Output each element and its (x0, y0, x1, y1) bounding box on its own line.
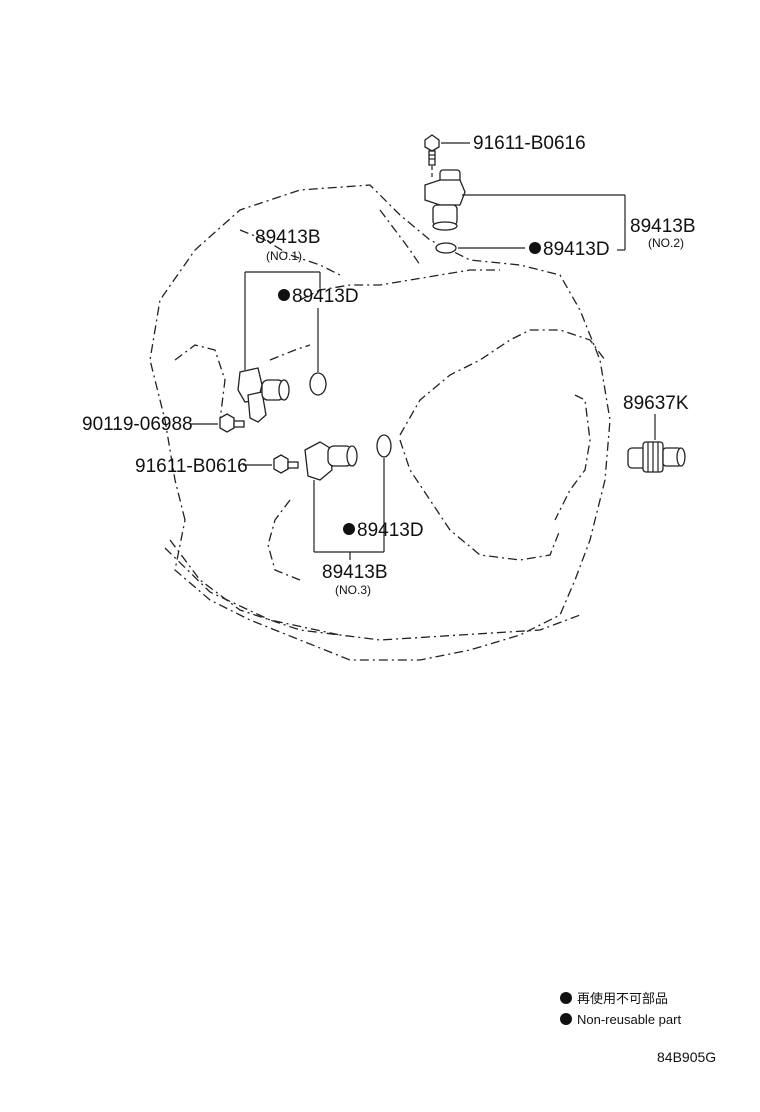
non-reusable-mark (278, 289, 290, 301)
callout-bolt-mid: 91611-B0616 (135, 456, 248, 477)
bolt-left (219, 413, 245, 433)
bolt-top (424, 134, 470, 180)
legend-dot-icon (560, 992, 572, 1004)
callout-oring-no2: 89413D (543, 239, 610, 260)
pressure-switch (627, 441, 686, 473)
transmission-housing-outline (149, 184, 611, 661)
callout-sensor-no1: 89413B (255, 227, 321, 248)
diagram-code: 84B905G (657, 1049, 716, 1065)
speed-sensor-no2 (424, 169, 466, 231)
callout-oring-no3: 89413D (357, 520, 424, 541)
oring-no3 (376, 434, 392, 458)
callout-switch: 89637K (623, 393, 689, 414)
non-reusable-mark (529, 242, 541, 254)
bolt-mid (273, 454, 299, 474)
legend: 再使用不可部品 Non-reusable part (560, 991, 681, 1027)
oring-no1 (309, 372, 327, 396)
legend-jp: 再使用不可部品 (577, 991, 668, 1006)
callout-sensor-no1-sub: (NO.1) (266, 249, 302, 263)
speed-sensor-no1 (237, 367, 290, 423)
legend-en: Non-reusable part (577, 1012, 681, 1027)
callout-sensor-no3-sub: (NO.3) (335, 583, 371, 597)
non-reusable-mark (343, 523, 355, 535)
callout-sensor-no2: 89413B (630, 216, 696, 237)
callout-oring-no1: 89413D (292, 286, 359, 307)
speed-sensor-no3 (304, 441, 358, 481)
callout-sensor-no2-sub: (NO.2) (648, 236, 684, 250)
legend-dot-icon (560, 1013, 572, 1025)
oring-no2 (435, 242, 457, 254)
callout-bolt-top: 91611-B0616 (473, 133, 586, 154)
callout-sensor-no3: 89413B (322, 562, 388, 583)
callout-bolt-left: 90119-06988 (82, 414, 193, 435)
